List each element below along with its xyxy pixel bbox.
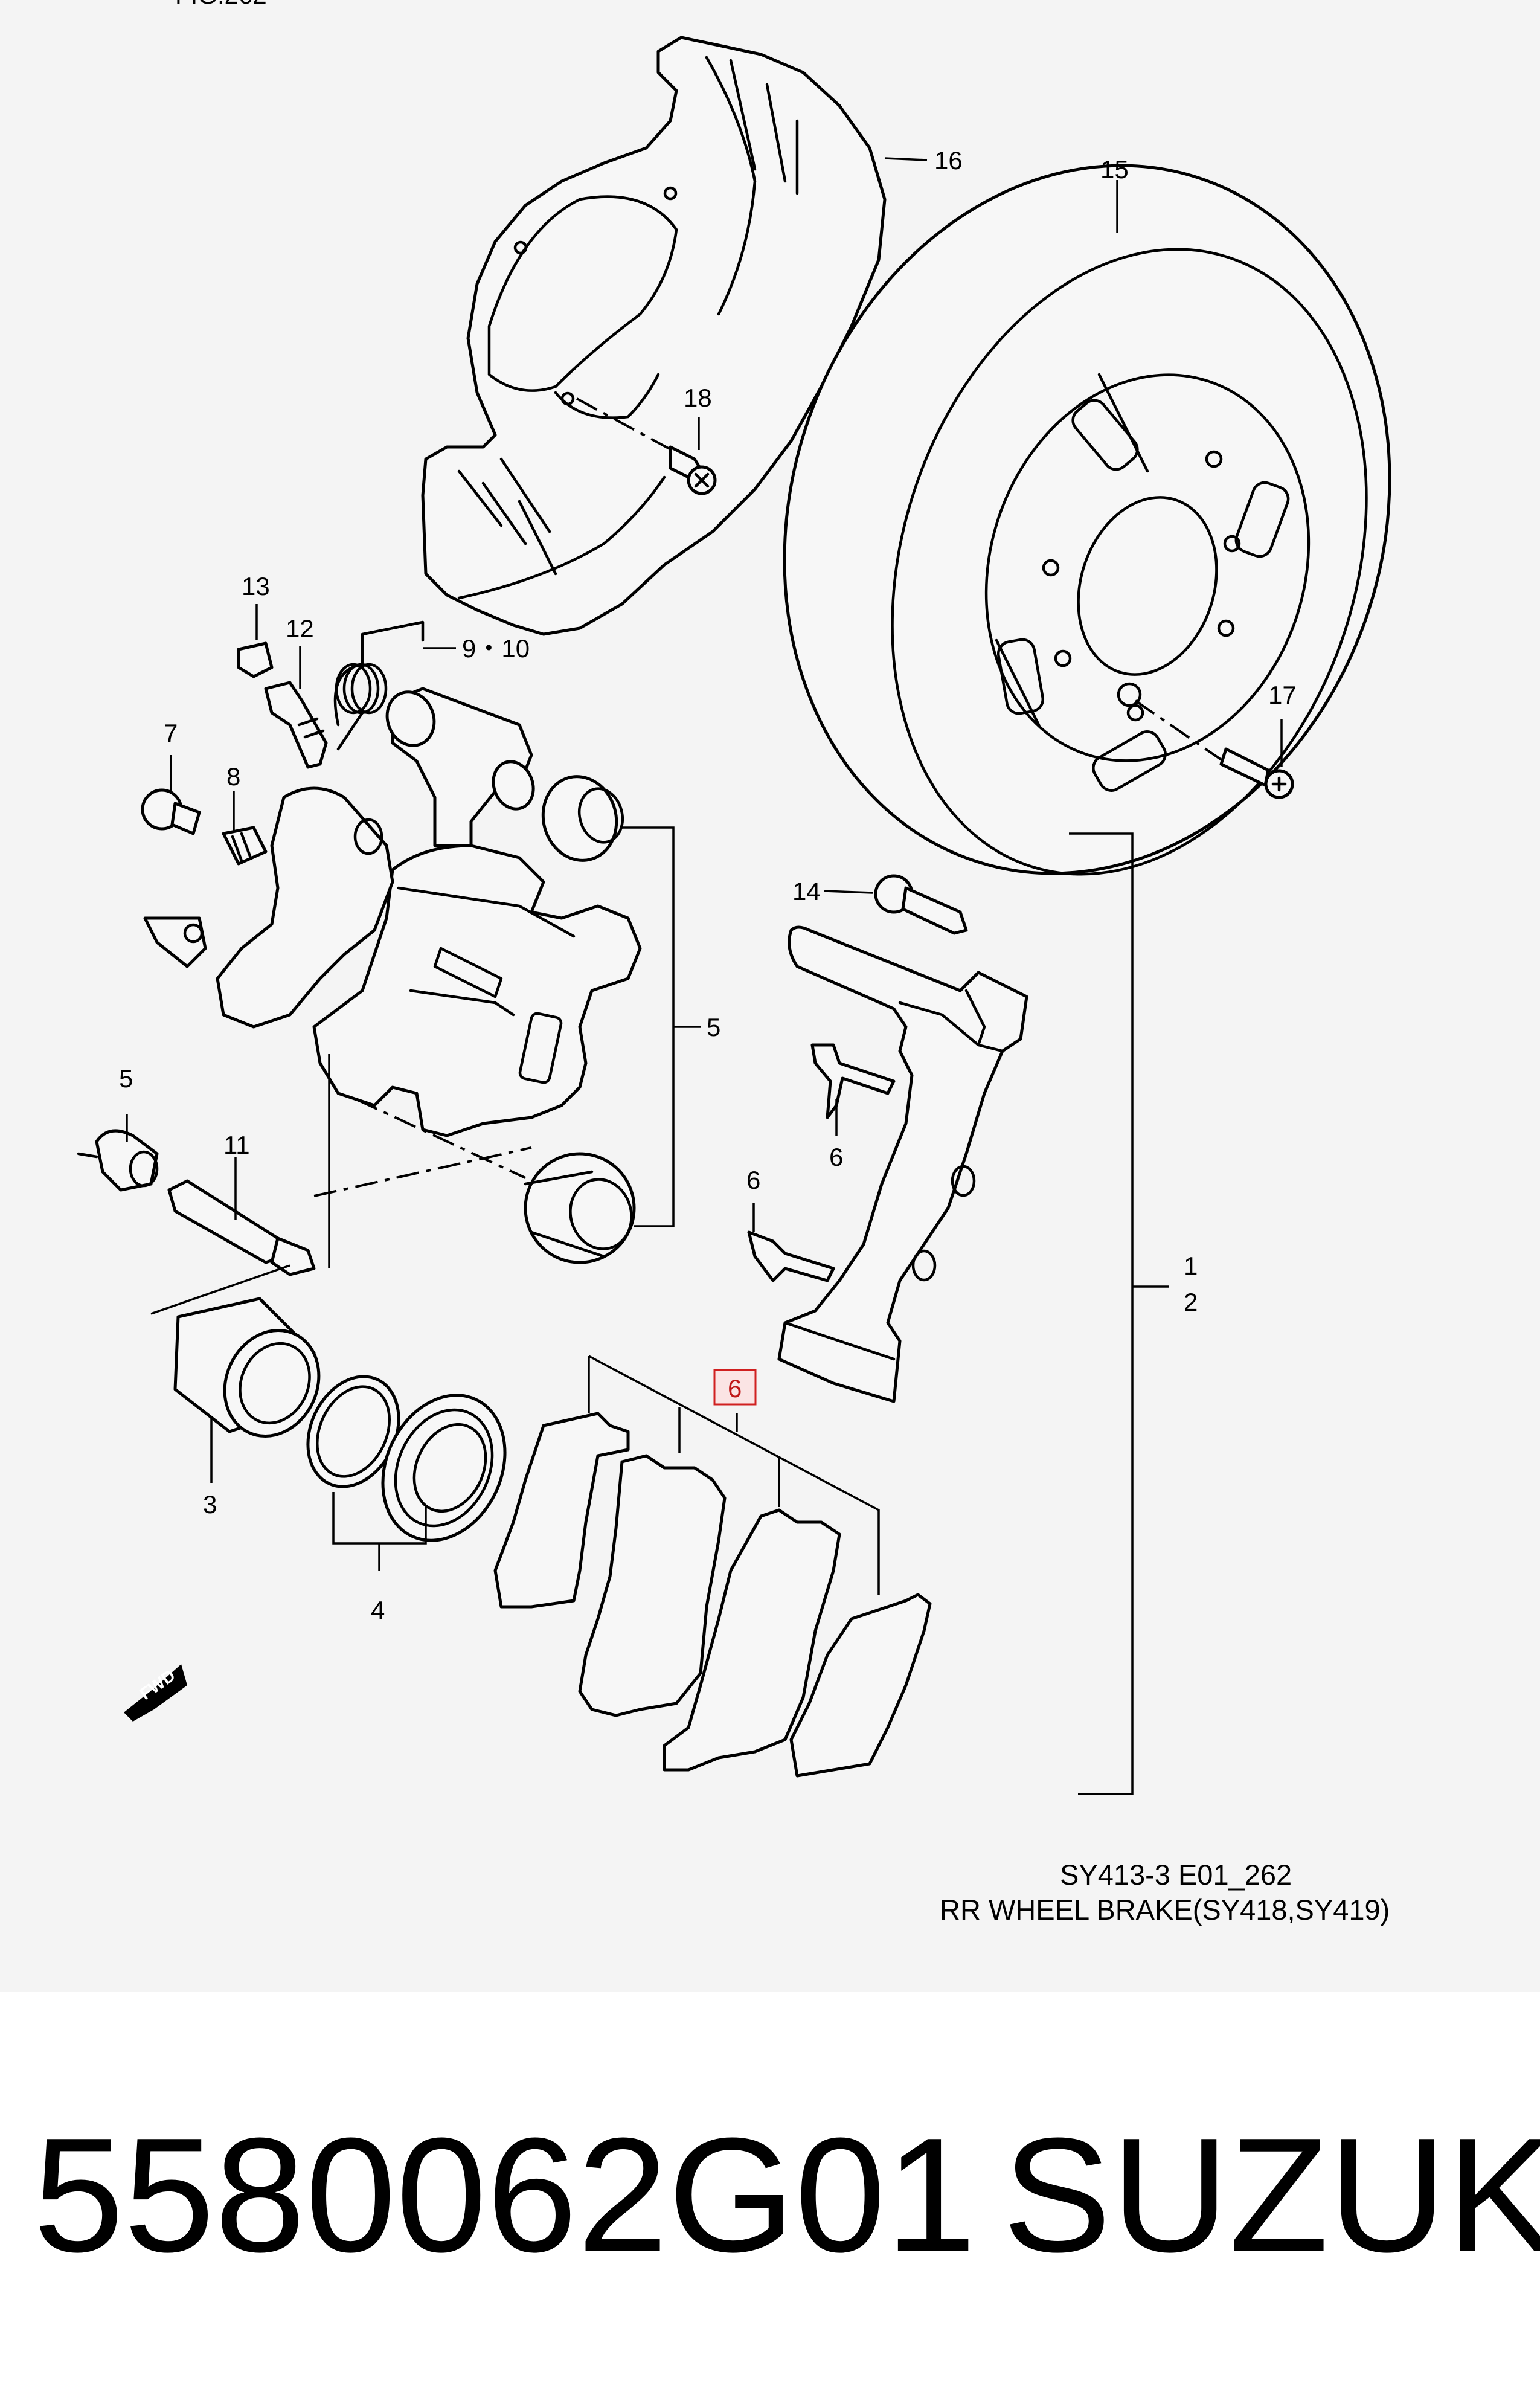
callout-labels: 16 15 18 13 12 9・10 17 7 8 14 5 5 6 6 11… [119, 146, 1297, 1624]
fig-label: FIG.262 [175, 0, 267, 9]
brake-disc-part [783, 164, 1391, 876]
bleeder-screw-part [264, 681, 328, 769]
part-number: 5580062G01 [33, 2104, 977, 2286]
piston-part [173, 1297, 321, 1438]
footer [0, 1992, 1540, 2392]
callout-6-a: 6 [829, 1143, 843, 1171]
callout-6-highlight-box[interactable] [713, 1369, 757, 1406]
callout-2: 2 [1184, 1288, 1198, 1316]
bolt-part [669, 445, 717, 495]
pin-boot-part [77, 1129, 159, 1192]
diagram-code: SY413-3 E01_262 [1060, 1859, 1292, 1891]
diagram-panel: FIG.262 [0, 0, 1540, 1992]
callout-6-b: 6 [746, 1166, 760, 1194]
callout-4: 4 [371, 1596, 385, 1624]
parts-diagram: FIG.262 [77, 0, 1391, 1926]
callout-1: 1 [1184, 1252, 1198, 1280]
bleeder-cap-part [237, 641, 274, 678]
screw-part [1219, 747, 1294, 799]
sleeve-part [222, 826, 268, 866]
brake-pad-part [493, 1412, 932, 1778]
spring-part [333, 620, 425, 751]
callout-7: 7 [164, 719, 178, 747]
callout-17: 17 [1268, 681, 1297, 709]
callout-5-left: 5 [119, 1064, 133, 1093]
callout-16: 16 [934, 146, 963, 175]
pad-spring-part [747, 1043, 896, 1282]
caliper-part [143, 687, 642, 1137]
bracket-bolt-part [874, 874, 968, 935]
callout-13: 13 [242, 572, 270, 600]
fwd-arrow-icon: FWD [124, 1664, 187, 1722]
callout-14: 14 [792, 877, 821, 905]
guide-pin-part [167, 1179, 316, 1276]
diagram-title: RR WHEEL BRAKE(SY418,SY419) [940, 1894, 1390, 1926]
callout-5-top: 5 [707, 1013, 720, 1041]
callout-11: 11 [223, 1131, 250, 1159]
brand-name: SUZUKI [1003, 2104, 1540, 2286]
caliper-bolt-part [141, 788, 201, 835]
callout-6-highlight: 6 [728, 1374, 742, 1403]
callout-12: 12 [286, 614, 314, 643]
callout-8: 8 [226, 762, 240, 791]
leader-lines [126, 157, 1283, 1795]
callout-3: 3 [203, 1490, 217, 1519]
boot-part [524, 775, 636, 1264]
dust-shield-part [421, 36, 887, 636]
callout-15: 15 [1100, 155, 1129, 184]
callout-9-10: 9・10 [462, 634, 530, 663]
dust-boot-part [381, 1394, 507, 1542]
callout-18: 18 [684, 384, 712, 412]
caliper-bracket-part [777, 925, 1028, 1403]
